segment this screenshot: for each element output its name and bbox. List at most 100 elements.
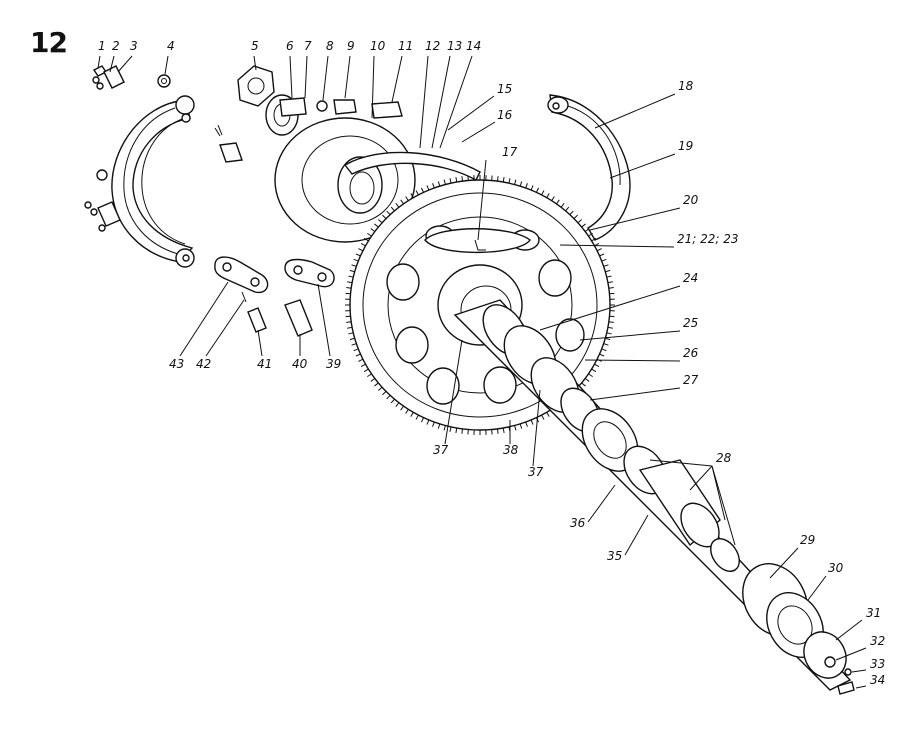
gear-tooth	[519, 181, 523, 187]
leader-line	[431, 55, 451, 149]
gear-tooth	[410, 193, 414, 198]
gear-tooth	[358, 248, 364, 252]
leader-line	[579, 330, 681, 341]
leader-line	[584, 359, 681, 362]
gear-tooth	[607, 281, 613, 284]
gear-tooth	[535, 187, 540, 193]
callout-label-21: 21; 22; 23	[677, 232, 739, 246]
gear-tooth	[606, 332, 612, 335]
gear-tooth	[588, 373, 593, 378]
callout-label-1: 1	[98, 39, 106, 53]
callout-label-24: 24	[683, 271, 698, 285]
gear-tooth	[546, 412, 550, 417]
leader-line	[322, 55, 329, 101]
gear-tooth	[363, 368, 369, 373]
gear-tooth	[347, 326, 353, 329]
gear-tooth	[348, 275, 354, 278]
link-plate-43	[214, 256, 269, 294]
gear-tooth	[601, 348, 607, 352]
gear-tooth	[502, 427, 505, 434]
gear-tooth	[400, 199, 404, 205]
gear-tooth	[437, 423, 441, 429]
gear-tooth	[410, 412, 414, 417]
leader-line	[539, 285, 681, 331]
callout-label-33: 33	[870, 657, 885, 671]
gear-tooth	[601, 258, 607, 262]
washer-8-9	[316, 99, 357, 115]
gear-tooth	[569, 210, 574, 215]
gear-tooth	[560, 203, 565, 208]
leader-line	[609, 153, 676, 179]
gear-tooth	[386, 210, 391, 215]
figure-number: 12	[30, 26, 68, 59]
gear-tooth	[581, 223, 586, 228]
gear-tooth	[349, 269, 355, 273]
gear-tooth	[588, 232, 593, 237]
gear-tooth	[541, 414, 545, 420]
gear-tooth	[525, 421, 528, 427]
callout-label-3: 3	[130, 39, 138, 53]
gear-tooth	[443, 179, 446, 185]
gear-tooth	[608, 287, 614, 289]
leader-line	[461, 121, 496, 143]
gear-tooth	[351, 343, 357, 346]
gear-tooth	[360, 242, 366, 247]
leader-line	[439, 55, 473, 149]
leader-line	[164, 55, 169, 75]
gear-tooth	[395, 203, 400, 208]
pin-with-cotter	[214, 124, 243, 163]
gear-tooth	[461, 428, 464, 434]
callout-label-42: 42	[196, 357, 211, 371]
gear-tooth	[351, 264, 357, 267]
callout-label-9: 9	[347, 39, 355, 53]
leader-line	[317, 283, 331, 357]
gear-tooth	[382, 391, 387, 396]
gear-tooth	[599, 253, 605, 257]
gear-tooth	[367, 232, 372, 237]
gear-tooth	[415, 190, 419, 196]
leader-line	[589, 207, 681, 231]
gear-tooth	[514, 179, 517, 185]
gear-tooth	[355, 353, 361, 357]
callout-label-29: 29	[800, 533, 815, 547]
gear-tooth	[546, 193, 550, 198]
leader-line	[304, 55, 308, 99]
gear-tooth	[603, 264, 609, 267]
leader-line	[835, 647, 867, 661]
callout-label-13: 13	[447, 39, 462, 53]
leader-line	[205, 299, 245, 357]
gear-tooth	[370, 378, 376, 382]
gear-tooth	[382, 214, 387, 219]
callout-label-12: 12	[425, 39, 440, 53]
gear-tooth	[577, 219, 582, 224]
gear-tooth	[378, 219, 383, 224]
gear-tooth	[525, 183, 528, 189]
gear-tooth	[519, 423, 523, 429]
callout-label-37a: 37	[433, 443, 449, 457]
callout-label-28: 28	[716, 451, 732, 465]
leader-line	[769, 547, 799, 579]
leader-line	[559, 244, 675, 248]
gear-tooth	[426, 419, 430, 425]
gear-tooth	[541, 190, 545, 196]
gear-tooth	[591, 237, 597, 242]
link-plate-39	[284, 258, 335, 288]
pin-40-41-42	[241, 291, 313, 337]
gear-tooth	[386, 395, 391, 400]
gear-tooth	[405, 196, 409, 201]
gear-tooth	[502, 176, 505, 183]
gear-tooth	[432, 421, 435, 427]
leader-line	[97, 55, 101, 69]
callout-label-17: 17	[502, 145, 518, 159]
gear-tooth	[551, 196, 555, 201]
gear-tooth	[603, 343, 609, 346]
callout-label-36: 36	[570, 516, 586, 530]
gear-tooth	[353, 348, 359, 352]
leader-line	[344, 55, 351, 99]
gear-tooth	[437, 181, 441, 187]
callout-label-18: 18	[678, 79, 694, 93]
leader-line	[109, 55, 115, 73]
leader-line	[253, 55, 257, 71]
gear-tooth	[584, 228, 590, 232]
